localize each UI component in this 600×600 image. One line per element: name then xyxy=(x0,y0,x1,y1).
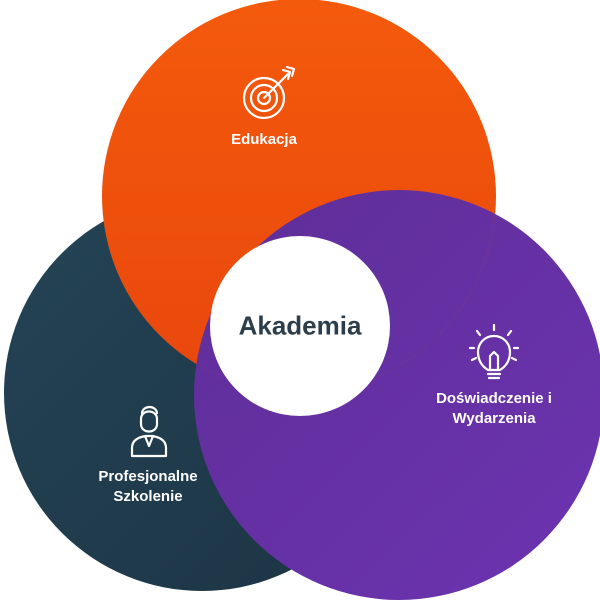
label-profesjonalne-line-2: Szkolenie xyxy=(113,488,183,505)
lightbulb-icon xyxy=(468,323,520,380)
label-doswiadczenie-line-1: Doświadczenie i xyxy=(436,390,552,407)
center-circle xyxy=(210,236,390,416)
label-edukacja: Edukacja xyxy=(231,130,297,150)
label-profesjonalne-line-1: Profesjonalne xyxy=(98,468,198,485)
label-doswiadczenie-wydarzenia: Doświadczenie i Wydarzenia xyxy=(436,389,552,429)
label-profesjonalne-szkolenie: Profesjonalne Szkolenie xyxy=(98,467,197,507)
label-edukacja-line-1: Edukacja xyxy=(231,131,297,148)
center-label-akademia: Akademia xyxy=(238,310,362,341)
label-doswiadczenie-line-2: Wydarzenia xyxy=(452,410,536,427)
target-icon xyxy=(242,65,296,120)
person-icon xyxy=(130,405,168,458)
